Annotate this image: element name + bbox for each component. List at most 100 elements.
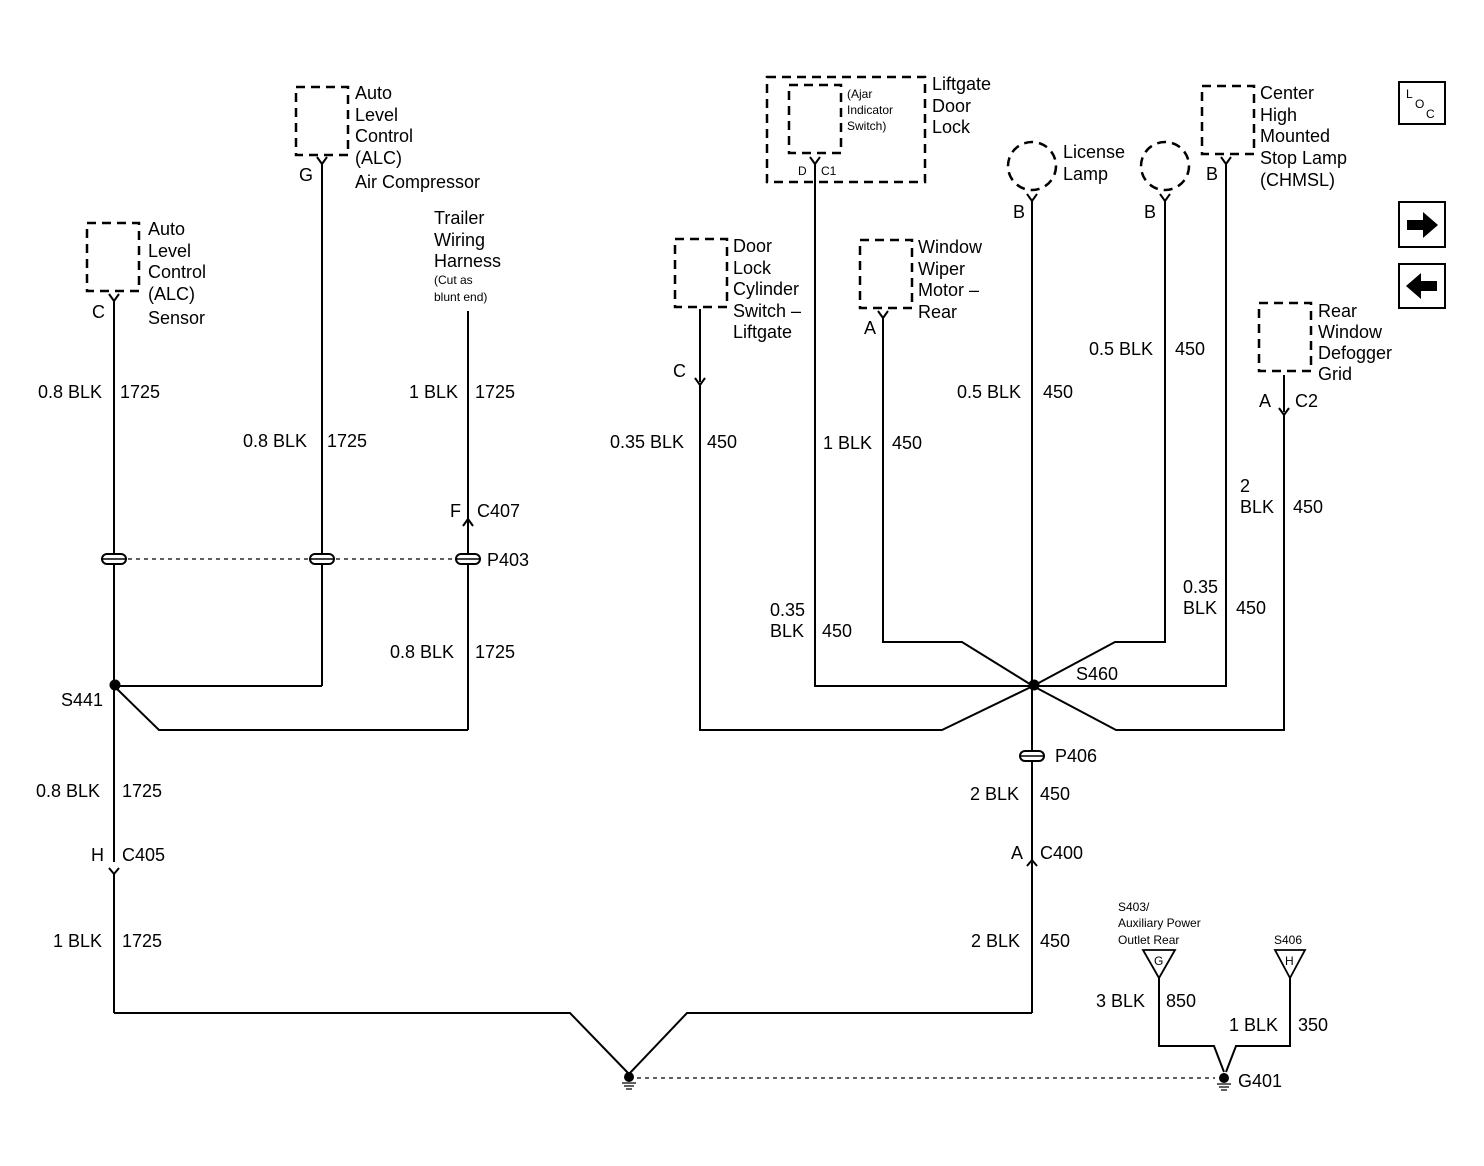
wiper-motor-box: [858, 238, 914, 310]
p403-label: P403: [487, 550, 529, 570]
alc-sensor-wire-gauge: 0.8 BLK: [38, 382, 102, 402]
chmsl-component: Center High Mounted Stop Lamp (CHMSL) B …: [1033, 83, 1347, 687]
trailer-wire: [462, 311, 474, 730]
alc-sensor-component: Auto Level Control (ALC) Sensor C 0.8 BL…: [38, 219, 206, 686]
defogger-label-1: Rear: [1318, 301, 1357, 321]
chmsl-box: [1200, 84, 1256, 156]
second-lamp-wire-circuit: 450: [1175, 339, 1205, 359]
chmsl-wire-gauge: 0.35: [1183, 577, 1218, 597]
defogger-wire-color: BLK: [1240, 497, 1274, 517]
alc-compressor-component: Auto Level Control (ALC) Air Compressor …: [243, 83, 480, 686]
loc-icon[interactable]: L O C: [1398, 81, 1446, 125]
door-lock-label-3: Cylinder: [733, 279, 799, 299]
license-lamp-label-2: Lamp: [1063, 164, 1108, 184]
s403-pin: G: [1154, 954, 1163, 968]
loc-icon-c: C: [1426, 107, 1435, 121]
ajar-wire-circuit: 450: [822, 621, 852, 641]
ground-section: G401 S403/ Auxiliary Power Outlet Rear G…: [114, 900, 1328, 1091]
liftgate-lock-label-3: Lock: [932, 117, 971, 137]
wiper-pin: A: [864, 318, 876, 338]
door-lock-label-1: Door: [733, 236, 772, 256]
s403-wire-gauge: 3 BLK: [1096, 991, 1145, 1011]
liftgate-lock-outer-box: [765, 75, 927, 184]
alc-compressor-label-1: Auto: [355, 83, 392, 103]
ajar-switch-label-3: Switch): [847, 119, 886, 133]
chmsl-label-3: Mounted: [1260, 126, 1330, 146]
c405-down-wire-circuit: 1725: [122, 931, 162, 951]
second-lamp-wire-gauge: 0.5 BLK: [1089, 339, 1153, 359]
ground-point-left: [624, 1072, 634, 1082]
door-lock-wire-circuit: 450: [707, 432, 737, 452]
wiper-wire-gauge: 1 BLK: [823, 433, 872, 453]
door-lock-switch-box: [673, 237, 729, 309]
s403-terminal-icon: [1141, 949, 1177, 980]
second-lamp-pin: B: [1144, 202, 1156, 222]
trailer-label-2: Wiring: [434, 230, 485, 250]
license-wire-gauge: 0.5 BLK: [957, 382, 1021, 402]
c405-down-wire-gauge: 1 BLK: [53, 931, 102, 951]
alc-compressor-box: [294, 85, 350, 157]
defogger-wire-circuit: 450: [1293, 497, 1323, 517]
s403-wire: [1158, 978, 1225, 1073]
s441-splice: S441 0.8 BLK 1725 H C405 1 BLK 1725: [36, 679, 468, 1013]
door-lock-wire: [694, 309, 1034, 731]
c405-connector-label: C405: [122, 845, 165, 865]
s403-label-3: Outlet Rear: [1118, 933, 1179, 947]
alc-compressor-wire-circuit: 1725: [327, 431, 367, 451]
ground-bus-wire: [114, 1012, 1032, 1076]
wiper-label-4: Rear: [918, 302, 957, 322]
defogger-wire-gauge: 2: [1240, 476, 1250, 496]
s403-wire-circuit: 850: [1166, 991, 1196, 1011]
license-lamp-component: License Lamp B 0.5 BLK 450: [957, 140, 1125, 686]
alc-sensor-label-2: Level: [148, 241, 191, 261]
alc-sensor-wire-circuit: 1725: [120, 382, 160, 402]
ajar-connector-c1: C1: [821, 164, 837, 178]
p406-down-wire-gauge: 2 BLK: [970, 784, 1019, 804]
door-lock-switch-component: Door Lock Cylinder Switch – Liftgate C 0…: [610, 236, 1034, 731]
s441-down-wire: [108, 686, 120, 1013]
trailer-wire-gauge: 1 BLK: [409, 382, 458, 402]
ajar-pin-d: D: [798, 164, 807, 178]
alc-compressor-pin: G: [299, 165, 313, 185]
s406-wire-gauge: 1 BLK: [1229, 1015, 1278, 1035]
second-lamp-wire: [1032, 193, 1171, 687]
s403-label-2: Auxiliary Power: [1118, 916, 1201, 930]
door-lock-label-4: Switch –: [733, 301, 801, 321]
next-arrow-icon[interactable]: [1398, 201, 1446, 248]
liftgate-door-lock-component: (Ajar Indicator Switch) D C1 Liftgate Do…: [765, 74, 1033, 687]
chmsl-label-2: High: [1260, 105, 1297, 125]
s406-wire-circuit: 350: [1298, 1015, 1328, 1035]
c407-pin: F: [450, 501, 461, 521]
defogger-label-2: Window: [1318, 322, 1383, 342]
alc-sensor-pin: C: [92, 302, 105, 322]
trailer-note-1: (Cut as: [434, 273, 473, 287]
s406-terminal-icon: [1273, 949, 1307, 980]
alc-sensor-wire: [108, 293, 120, 686]
alc-sensor-label-1: Auto: [148, 219, 185, 239]
prev-arrow-icon[interactable]: [1398, 263, 1446, 309]
s460-splice-dot: [1028, 679, 1040, 691]
defogger-wire: [1032, 375, 1290, 731]
s406-wire: [1225, 978, 1291, 1073]
alc-compressor-label-2: Level: [355, 105, 398, 125]
ajar-switch-label-1: (Ajar: [847, 87, 872, 101]
wiper-label-1: Window: [918, 237, 983, 257]
trailer-label-3: Harness: [434, 251, 501, 271]
chmsl-wire: [1033, 156, 1232, 687]
s460-splice: S460 P406 2 BLK 450 A C400 2 BLK 450: [970, 664, 1118, 1013]
s441-label: S441: [61, 690, 103, 710]
door-lock-label-5: Liftgate: [733, 322, 792, 342]
g401-ground-point: [1219, 1073, 1229, 1083]
s403-label-1: S403/: [1118, 900, 1150, 914]
trailer-label-1: Trailer: [434, 208, 484, 228]
defogger-label-3: Defogger: [1318, 343, 1392, 363]
wiper-label-2: Wiper: [918, 259, 965, 279]
defogger-component: Rear Window Defogger Grid A C2 2 BLK 450: [1032, 301, 1392, 731]
c400-down-wire-gauge: 2 BLK: [971, 931, 1020, 951]
s441-down-wire-circuit: 1725: [122, 781, 162, 801]
s406-pin: H: [1285, 954, 1294, 968]
chmsl-pin: B: [1206, 164, 1218, 184]
c407-connector-label: C407: [477, 501, 520, 521]
s460-label: S460: [1076, 664, 1118, 684]
loc-icon-o: O: [1415, 97, 1424, 111]
